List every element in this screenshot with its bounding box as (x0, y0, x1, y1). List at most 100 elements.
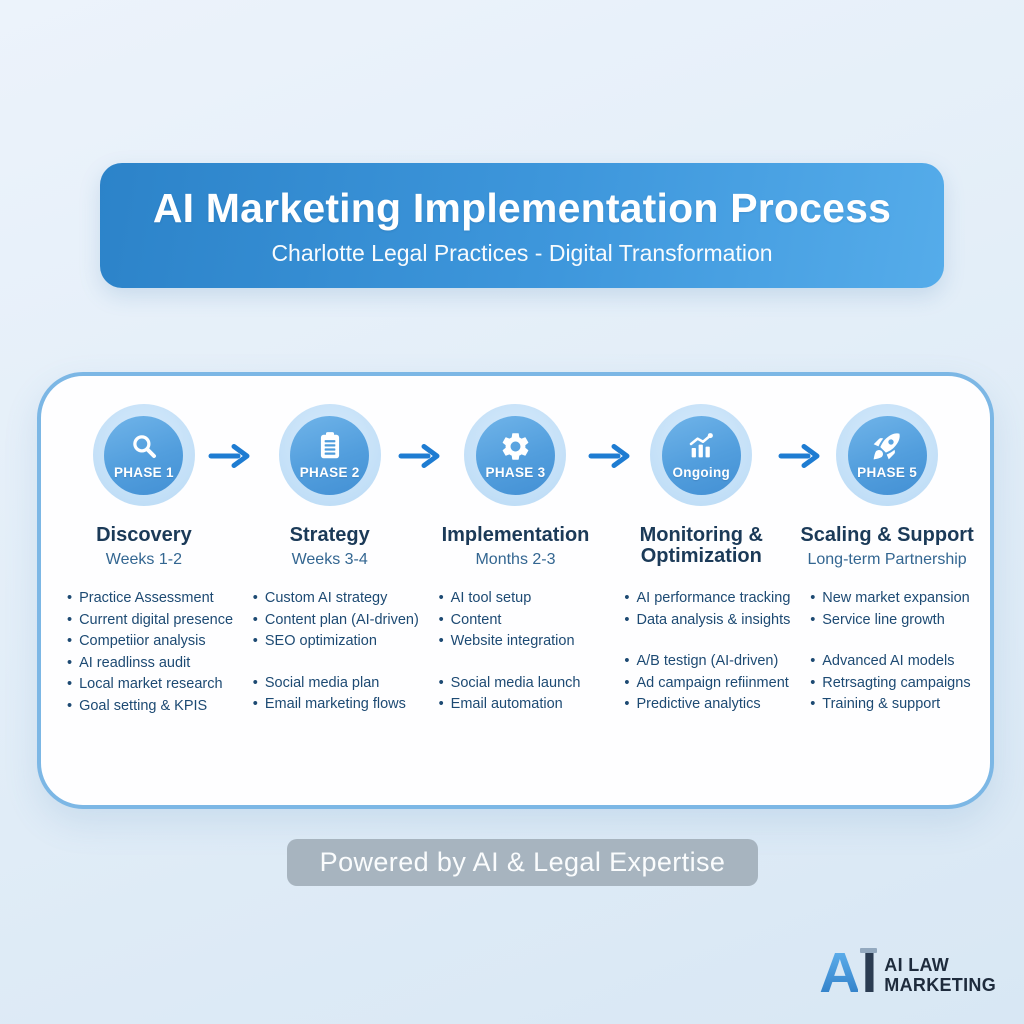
flow-arrow-icon (398, 444, 440, 468)
phase-circle-halo: PHASE 2 (278, 404, 381, 506)
bullet-item: • A/B testign (AI-driven) (624, 651, 792, 673)
bullet-item: • Current digital presence (67, 610, 235, 632)
bullet-text: Training & support (822, 696, 941, 712)
phase-title: Discovery (96, 524, 192, 546)
bullet-text: Content (450, 611, 502, 628)
powered-badge-label: Powered by AI & Legal Expertise (319, 847, 726, 877)
magnifier-icon-slot (129, 430, 159, 462)
bullet-group: •New market expansion• Service line growt… (810, 588, 978, 631)
phase-badge: PHASE 2 (299, 465, 360, 480)
bullet-group: • Social media plan •Email marketing flows (253, 673, 421, 716)
chart-icon (690, 433, 714, 458)
page-title: AI Marketing Implementation Process (152, 184, 892, 231)
bullet-text: Social media launch (450, 674, 581, 691)
bullet-dot-icon: • (438, 611, 444, 628)
bullet-text: AI readlinss audit (79, 654, 191, 671)
page-subtitle: Charlotte Legal Practices - Digital Tran… (271, 239, 773, 266)
logo-mark: A I (819, 941, 878, 1005)
bullet-dot-icon: • (67, 590, 73, 606)
bullet-dot-icon: • (438, 633, 444, 649)
bullet-item: • AI performance tracking (624, 588, 792, 610)
bullet-dot-icon: • (252, 696, 258, 712)
bullet-text: Custom AI strategy (264, 590, 388, 606)
bullet-group: •A/B testign (AI-driven)•Ad campaign ref… (624, 651, 792, 716)
bullet-dot-icon: • (67, 676, 73, 692)
bullet-item: •SEO optimization (253, 631, 421, 653)
bullet-group: •Practice Assessment•Current digital pre… (67, 588, 235, 717)
bullet-item: •Data analysis & insights (624, 610, 792, 632)
phase-timeframe: Months 2-3 (475, 551, 556, 568)
phase-circle: PHASE 3 (475, 415, 555, 495)
phase-bullets: •New market expansion•Service line growt… (794, 575, 980, 716)
bullet-dot-icon: • (624, 653, 630, 669)
bullet-item: • Social media launch (439, 673, 607, 695)
bullet-text: SEO optimization (264, 633, 377, 649)
bullet-dot-icon: • (624, 696, 630, 712)
phase-column-5: PHASE 5 Scaling & Support Long-term Part… (794, 404, 980, 717)
bullet-text: AI performance tracking (636, 590, 791, 606)
bullet-text: Data analysis & insights (636, 611, 791, 628)
bullet-item: •Advanced AI models (810, 651, 978, 673)
bullet-item: •Content plan (AI-driven) (253, 610, 421, 632)
bullet-dot-icon: • (67, 611, 73, 628)
bullet-text: Current digital presence (79, 611, 234, 628)
brand-logo: A I AI LAW MARKETING (819, 941, 996, 1005)
bullet-dot-icon: • (810, 696, 816, 712)
flow-arrow-icon (778, 444, 820, 468)
bullet-dot-icon: • (624, 590, 630, 606)
clipboard-icon-slot (314, 430, 346, 462)
bullet-item: •Email marketing flows (253, 694, 421, 716)
phase-title: Monitoring & Optimization (639, 524, 763, 567)
gear-icon (502, 433, 529, 460)
bullet-text: Service line growth (822, 611, 945, 628)
bullet-group: • AI performance tracking •Data analysis &… (624, 588, 792, 631)
phases-row: PHASE 1 Discovery Weeks 1-2 •Practice As… (51, 404, 980, 717)
bullet-group: • Custom AI strategy •Content plan (AI-dri… (253, 588, 421, 653)
bullet-text: Email automation (450, 696, 563, 712)
phase-column-3: PHASE 3 Implementation Months 2-3 •AI to… (423, 404, 609, 717)
bullet-text: Competiior analysis (79, 633, 206, 649)
phase-circle-halo: PHASE 1 (92, 404, 195, 506)
bullet-dot-icon: • (810, 653, 816, 669)
phase-title: Strategy (289, 524, 370, 546)
bullet-text: A/B testign (AI-driven) (636, 653, 779, 669)
phase-badge: PHASE 5 (857, 465, 918, 480)
logo-mark-a: A (819, 941, 860, 1005)
bullet-item: • Training & support (810, 694, 978, 716)
phase-title: Scaling & Support (800, 524, 974, 546)
bullet-group: •AI tool setup•Content•Website integrati… (439, 588, 607, 653)
bullet-dot-icon: • (67, 633, 73, 649)
bullet-group: • Social media launch • Email automation (439, 673, 607, 716)
phase-badge: PHASE 3 (485, 465, 546, 480)
phase-circle-halo: PHASE 5 (836, 404, 939, 506)
phase-circle: PHASE 1 (104, 415, 184, 495)
logo-line1: AI LAW (884, 955, 950, 975)
rocket-icon (873, 433, 900, 460)
bullet-group: •Advanced AI models•Retrsagting campaign… (810, 651, 978, 716)
bullet-dot-icon: • (252, 590, 258, 606)
bullet-item: • Competiior analysis (67, 631, 235, 653)
phase-bullets: •AI tool setup•Content•Website integrati… (423, 575, 609, 716)
bullet-dot-icon: • (810, 611, 816, 628)
bullet-dot-icon: • (67, 697, 73, 714)
bullet-text: Social media plan (264, 674, 380, 691)
phase-circle-halo: PHASE 3 (464, 404, 567, 506)
bullet-dot-icon: • (810, 590, 816, 606)
phase-column-4: Ongoing Monitoring & Optimization • AI pe… (608, 404, 794, 717)
bullet-item: •AI readlinss audit (67, 653, 235, 675)
bullet-dot-icon: • (438, 674, 444, 691)
bullet-dot-icon: • (810, 674, 816, 691)
phase-bullets: •Practice Assessment•Current digital pre… (51, 575, 237, 717)
bullet-item: •New market expansion (810, 588, 978, 610)
bullet-item: •Predictive analytics (624, 694, 792, 716)
rocket-icon-slot (871, 430, 903, 462)
bullet-item: •AI tool setup (439, 588, 607, 610)
chart-icon-slot (685, 430, 717, 462)
phase-timeframe: Long-term Partnership (807, 551, 967, 568)
phase-circle: Ongoing (661, 415, 741, 495)
bullet-item: •Website integration (439, 631, 607, 653)
bullet-dot-icon: • (624, 674, 630, 691)
flow-arrow-icon (208, 444, 250, 468)
bullet-dot-icon: • (438, 696, 444, 712)
